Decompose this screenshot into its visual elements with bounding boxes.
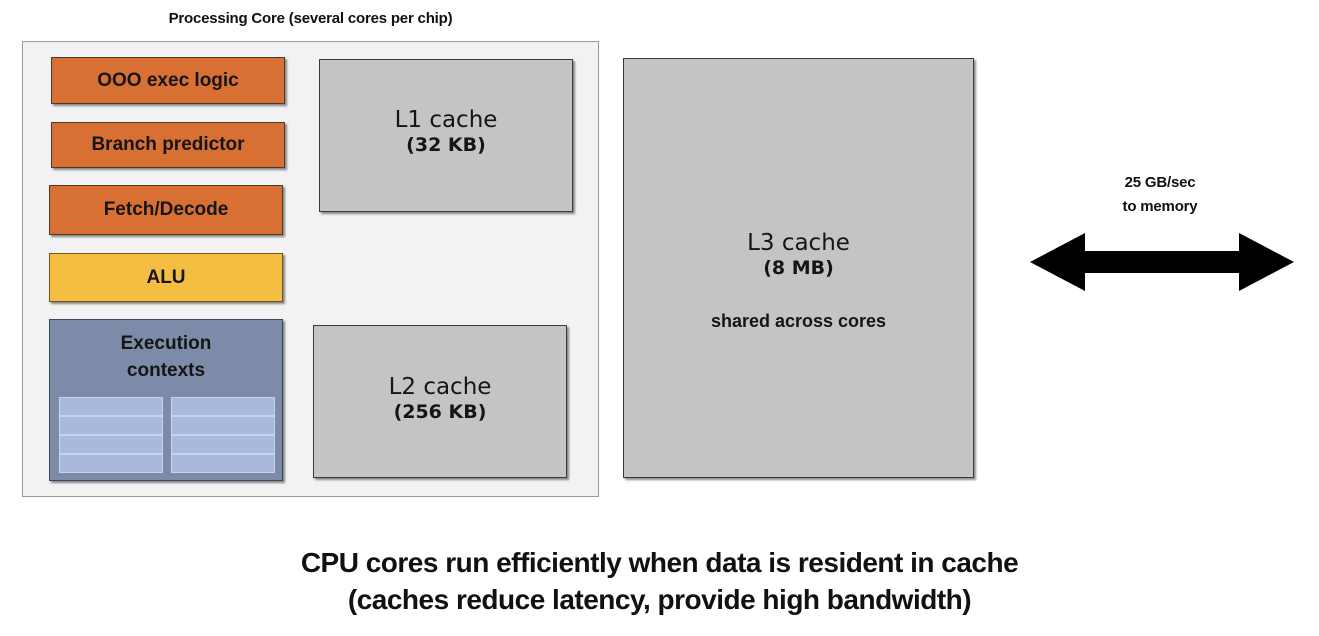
core-title: Processing Core (several cores per chip) <box>168 10 453 27</box>
l2-cache-size: (256 KB) <box>393 401 487 423</box>
execution-contexts-label-line1: Execution <box>120 333 212 354</box>
alu-label: ALU <box>146 266 186 288</box>
context-register-row <box>59 397 163 416</box>
l1-cache: L1 cache (32 KB) <box>319 59 573 212</box>
alu-unit: ALU <box>49 253 283 302</box>
context-register-row <box>171 397 275 416</box>
caption-line1: CPU cores run efficiently when data is r… <box>300 547 1019 578</box>
l1-cache-name: L1 cache <box>394 107 498 133</box>
context-register-block <box>59 397 163 473</box>
execution-contexts-label: Execution contexts <box>50 330 282 384</box>
context-register-row <box>59 435 163 454</box>
l3-cache-name: L3 cache <box>747 230 850 256</box>
l3-cache-size: (8 MB) <box>763 257 834 279</box>
memory-bandwidth-label: 25 GB/sec to memory <box>1070 171 1250 219</box>
branch-predictor-label: Branch predictor <box>91 134 245 155</box>
double-headed-arrow-icon <box>1030 233 1294 291</box>
execution-contexts: Execution contexts <box>49 319 283 481</box>
fetch-decode-unit: Fetch/Decode <box>49 185 283 235</box>
context-register-block <box>171 397 275 473</box>
context-register-row <box>59 454 163 473</box>
l2-cache-name: L2 cache <box>388 374 492 400</box>
fetch-decode-label: Fetch/Decode <box>103 199 229 220</box>
caption-line2: (caches reduce latency, provide high ban… <box>347 584 972 615</box>
ooo-exec-logic-unit: OOO exec logic <box>51 57 285 104</box>
caption: CPU cores run efficiently when data is r… <box>0 544 1319 618</box>
l2-cache: L2 cache (256 KB) <box>313 325 567 478</box>
context-register-row <box>171 416 275 435</box>
ooo-exec-logic-label: OOO exec logic <box>97 69 239 91</box>
memory-bandwidth-target: to memory <box>1122 198 1198 215</box>
l3-cache: L3 cache (8 MB) shared across cores <box>623 58 974 478</box>
context-register-row <box>59 416 163 435</box>
context-register-row <box>171 435 275 454</box>
execution-contexts-label-line2: contexts <box>126 360 206 381</box>
l1-cache-size: (32 KB) <box>406 134 486 156</box>
memory-bandwidth-value: 25 GB/sec <box>1124 174 1196 191</box>
context-register-row <box>171 454 275 473</box>
branch-predictor-unit: Branch predictor <box>51 122 285 168</box>
l3-cache-note: shared across cores <box>710 311 887 331</box>
